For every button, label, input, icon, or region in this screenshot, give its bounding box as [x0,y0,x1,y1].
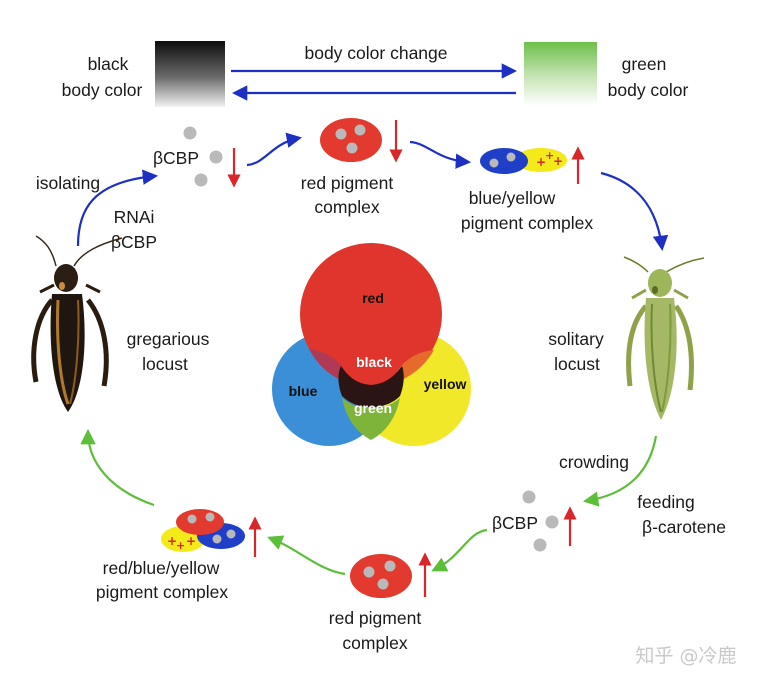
venn-red-circle [300,243,442,385]
venn-green-label: green [354,400,392,416]
venn-green-region [342,398,400,440]
svg-text:+: + [536,155,546,169]
isolating-label: isolating [36,173,100,193]
rby-complex-label-2: pigment complex [96,582,229,602]
green-body-color-label-1: green [622,54,667,74]
venn-red-label: red [362,290,384,306]
body-color-change-label: body color change [304,43,447,63]
bcbp-label-upper: βCBP [153,148,199,168]
bcbp-granules-upper [183,126,223,187]
gregarious-locust-label-2: locust [142,354,188,374]
svg-text:+: + [176,539,185,552]
feeding-label-2: β-carotene [642,517,726,537]
blue-yellow-complex-label-1: blue/yellow [469,188,556,208]
bcbp-granules-lower [522,490,559,552]
bcbp-label-lower: βCBP [492,513,538,533]
svg-text:+: + [186,534,196,548]
arrow-isolating-to-bcbp [76,169,159,247]
red-complex-label-lower-2: complex [342,633,407,653]
blue-yellow-pigment-complex: + + + [480,148,567,174]
black-body-color-swatch [155,41,225,107]
red-blue-yellow-pigment-complex: + + + [161,509,245,552]
black-body-color-label-1: black [88,54,129,74]
arrow-red-to-rby-complex [267,535,346,576]
rnai-label-1: RNAi [114,207,155,227]
arrow-to-gregarious-locust [80,428,155,507]
black-body-color-label-2: body color [62,80,143,100]
red-pigment-complex-lower [350,554,412,598]
solitary-locust-image [623,256,705,420]
arrow-red-to-blue-yellow-complex [409,140,472,169]
venn-black-label: black [356,354,392,370]
red-complex-label-lower-1: red pigment [329,608,422,628]
gregarious-locust-label-1: gregarious [127,329,210,349]
arrow-crowding [582,435,658,507]
gregarious-locust-image [31,235,123,412]
venn-blue-label: blue [289,383,318,399]
crowding-label: crowding [559,452,629,472]
green-body-color-swatch [524,42,597,106]
red-pigment-complex-upper [320,118,382,162]
watermark: 知乎 @冷鹿 [635,645,736,667]
rby-complex-label-1: red/blue/yellow [103,558,220,578]
arrow-bcbp-to-red-complex-lower [431,528,488,572]
venn-yellow-label: yellow [424,376,467,392]
venn-black-center [338,366,404,407]
solitary-locust-label-2: locust [554,354,600,374]
svg-text:+: + [553,154,563,168]
svg-text:+: + [545,149,554,162]
arrow-bcbp-to-red-complex-upper [246,132,303,167]
svg-text:+: + [167,534,177,548]
red-complex-label-upper-1: red pigment [301,173,394,193]
red-complex-label-upper-2: complex [314,197,379,217]
green-body-color-label-2: body color [608,80,689,100]
rnai-label-2: βCBP [111,232,157,252]
feeding-label-1: feeding [637,492,694,512]
blue-yellow-complex-label-2: pigment complex [461,213,594,233]
solitary-locust-label-1: solitary [548,329,604,349]
pigment-venn-diagram [272,243,471,446]
arrow-to-solitary-locust [600,171,669,252]
